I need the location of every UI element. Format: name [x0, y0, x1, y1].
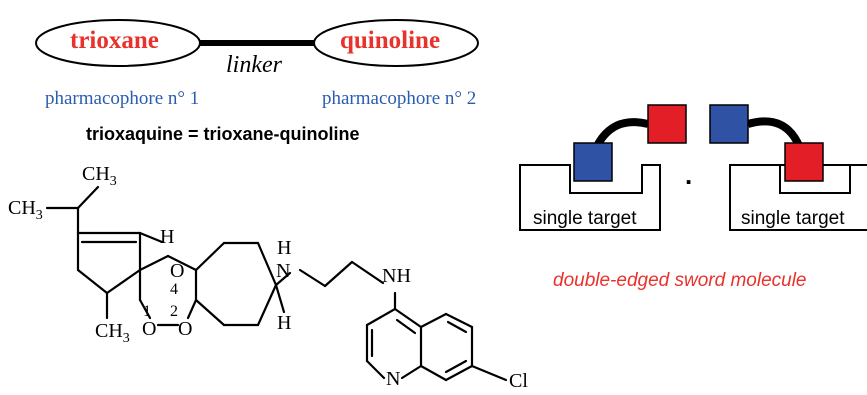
right-blue-square — [709, 104, 749, 144]
double-edged-caption: double-edged sword molecule — [553, 270, 807, 291]
pharmacophore-1-label: pharmacophore n° 1 — [45, 88, 200, 109]
left-red-square — [647, 104, 687, 144]
quinoline-label: quinoline — [340, 27, 441, 54]
amine-nitrogen-label: N — [276, 260, 291, 282]
methyl-top-label: CH3 — [82, 163, 117, 189]
linker-label: linker — [226, 52, 282, 78]
oxygen-4-label: O — [170, 260, 185, 282]
quinoline-nitrogen-label: N — [386, 368, 401, 390]
left-target-label: single target — [533, 208, 637, 229]
cyclohexyl-hydrogen-label: H — [277, 312, 292, 334]
secondary-amine-label: NH — [382, 265, 411, 287]
peroxide-oxygen-label: O — [142, 318, 157, 340]
position-2-label: 2 — [170, 303, 178, 320]
right-target-label: single target — [741, 208, 845, 229]
chlorine-label: Cl — [509, 370, 528, 392]
left-blue-square — [573, 142, 613, 182]
pharmacophore-2-label: pharmacophore n° 2 — [322, 88, 477, 109]
position-4-label: 4 — [170, 281, 178, 298]
ring-hydrogen-label: H — [160, 226, 175, 248]
right-red-square — [784, 142, 824, 182]
left-target-cup — [519, 164, 661, 231]
oxygen-2-label: O — [178, 318, 193, 340]
right-linker-arc — [746, 117, 804, 150]
methyl-bottom-label: CH3 — [95, 320, 130, 346]
trioxaquine-definition: trioxaquine = trioxane-quinoline — [86, 124, 360, 144]
trioxaquine-structure — [45, 185, 508, 382]
amine-hydrogen-label: H — [277, 237, 292, 259]
methyl-left-label: CH3 — [8, 197, 43, 223]
separator-dot: . — [685, 160, 693, 190]
trioxane-label: trioxane — [70, 27, 159, 54]
position-1-label: 1 — [143, 303, 151, 320]
